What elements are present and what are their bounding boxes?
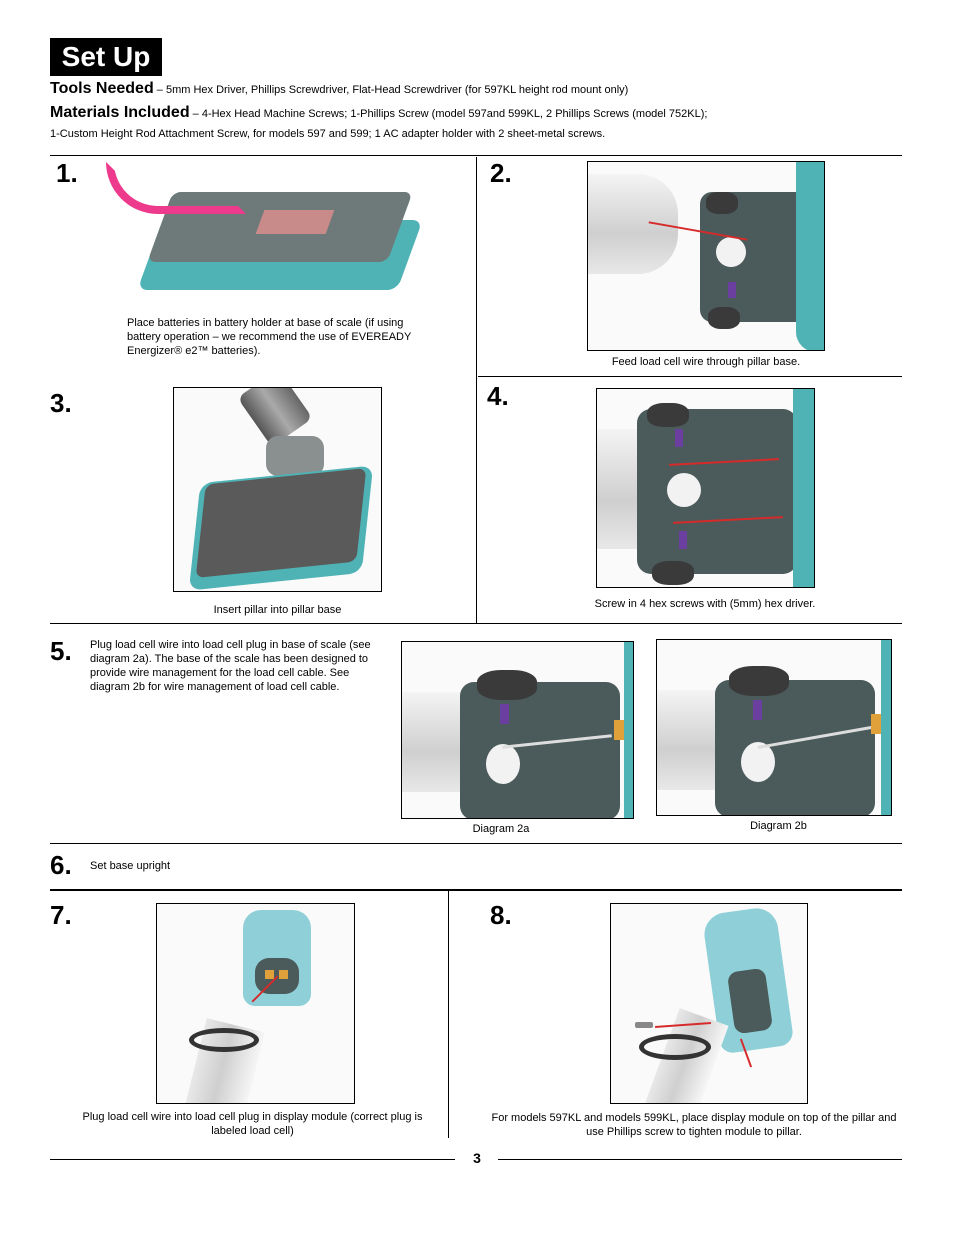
- step-3-number: 3.: [50, 388, 72, 418]
- step-5-number: 5.: [50, 636, 72, 666]
- pillar-base-knob: [266, 436, 324, 476]
- foot-top: [729, 666, 789, 696]
- spring-bottom: [679, 531, 687, 549]
- divider-row-4: [50, 843, 902, 844]
- step-1-illustration: [100, 160, 420, 310]
- materials-text-line2: 1-Custom Height Rod Attachment Screw, fo…: [50, 128, 606, 140]
- spring: [753, 700, 762, 720]
- divider-top: [50, 155, 902, 156]
- platform-mat: [195, 467, 367, 579]
- pillar-base-hole: [486, 744, 520, 784]
- pillar-collar: [189, 1028, 259, 1052]
- foot-bottom: [652, 561, 694, 585]
- step-7-caption: Plug load cell wire into load cell plug …: [82, 1111, 423, 1137]
- step-5-caption: Plug load cell wire into load cell plug …: [90, 639, 371, 693]
- divider-col-1: [476, 157, 477, 623]
- pillar-base-hole: [667, 473, 701, 507]
- step-4-number: 4.: [487, 381, 509, 411]
- pillar-collar: [639, 1034, 711, 1060]
- pillar-base-underside: [460, 682, 620, 818]
- step-6-caption: Set base upright: [90, 860, 171, 872]
- divider-row-5: [50, 889, 902, 891]
- footer-line-right: [498, 1159, 902, 1160]
- phillips-screw: [635, 1022, 653, 1028]
- step-4-illustration: [596, 388, 815, 588]
- page-number: 3: [473, 1150, 481, 1166]
- step-2-illustration: [587, 161, 825, 351]
- step-8-number: 8.: [490, 900, 512, 930]
- materials-text: – 4-Hex Head Machine Screws; 1-Phillips …: [189, 108, 708, 120]
- foot-top: [706, 192, 738, 214]
- foot-top: [647, 403, 689, 427]
- spring: [500, 704, 509, 724]
- teal-edge: [881, 640, 891, 815]
- diagram-2b-illustration: [656, 639, 892, 816]
- step-8-illustration: [610, 903, 808, 1104]
- step-7-illustration: [156, 903, 355, 1104]
- step-1-caption: Place batteries in battery holder at bas…: [127, 317, 412, 357]
- battery-holder: [255, 210, 335, 234]
- load-cell-plug: [871, 714, 883, 734]
- diagram-2a-caption: Diagram 2a: [472, 823, 530, 835]
- spring-top: [675, 429, 683, 447]
- page-title: Set Up: [50, 38, 162, 76]
- tools-needed: Tools Needed – 5mm Hex Driver, Phillips …: [50, 80, 628, 98]
- tools-text: – 5mm Hex Driver, Phillips Screwdriver, …: [153, 84, 629, 96]
- diagram-2a-illustration: [401, 641, 634, 819]
- diagram-2b-caption: Diagram 2b: [750, 820, 807, 832]
- step-8-caption: For models 597KL and models 599KL, place…: [491, 1112, 897, 1138]
- magenta-arrow: [106, 162, 246, 214]
- pillar-base-hole: [716, 237, 746, 267]
- step-7-number: 7.: [50, 900, 72, 930]
- step-6-number: 6.: [50, 850, 72, 880]
- step-4-caption: Screw in 4 hex screws with (5mm) hex dri…: [594, 598, 816, 610]
- spring: [728, 282, 736, 298]
- plug-orange-1: [265, 970, 274, 979]
- foot-top: [477, 670, 537, 700]
- materials-label: Materials Included: [50, 104, 190, 121]
- foot-bottom: [708, 307, 740, 329]
- materials-included: Materials Included – 4-Hex Head Machine …: [50, 104, 707, 122]
- pillar-base-underside: [715, 680, 875, 815]
- step-3-caption: Insert pillar into pillar base: [213, 604, 342, 616]
- step-2-number: 2.: [490, 158, 512, 188]
- load-cell-plug: [614, 720, 626, 740]
- teal-edge: [793, 389, 814, 587]
- step-2-caption: Feed load cell wire through pillar base.: [611, 356, 801, 368]
- divider-col-2: [448, 891, 449, 1138]
- divider-row-3: [50, 623, 902, 624]
- pillar-base-underside: [637, 409, 797, 574]
- divider-row-2: [478, 376, 902, 377]
- step-3-illustration: [173, 387, 382, 592]
- step-1-number: 1.: [56, 158, 78, 188]
- teal-edge: [796, 162, 824, 350]
- teal-edge: [624, 642, 633, 818]
- footer-line-left: [50, 1159, 455, 1160]
- tools-label: Tools Needed: [50, 80, 154, 97]
- plug-orange-2: [279, 970, 288, 979]
